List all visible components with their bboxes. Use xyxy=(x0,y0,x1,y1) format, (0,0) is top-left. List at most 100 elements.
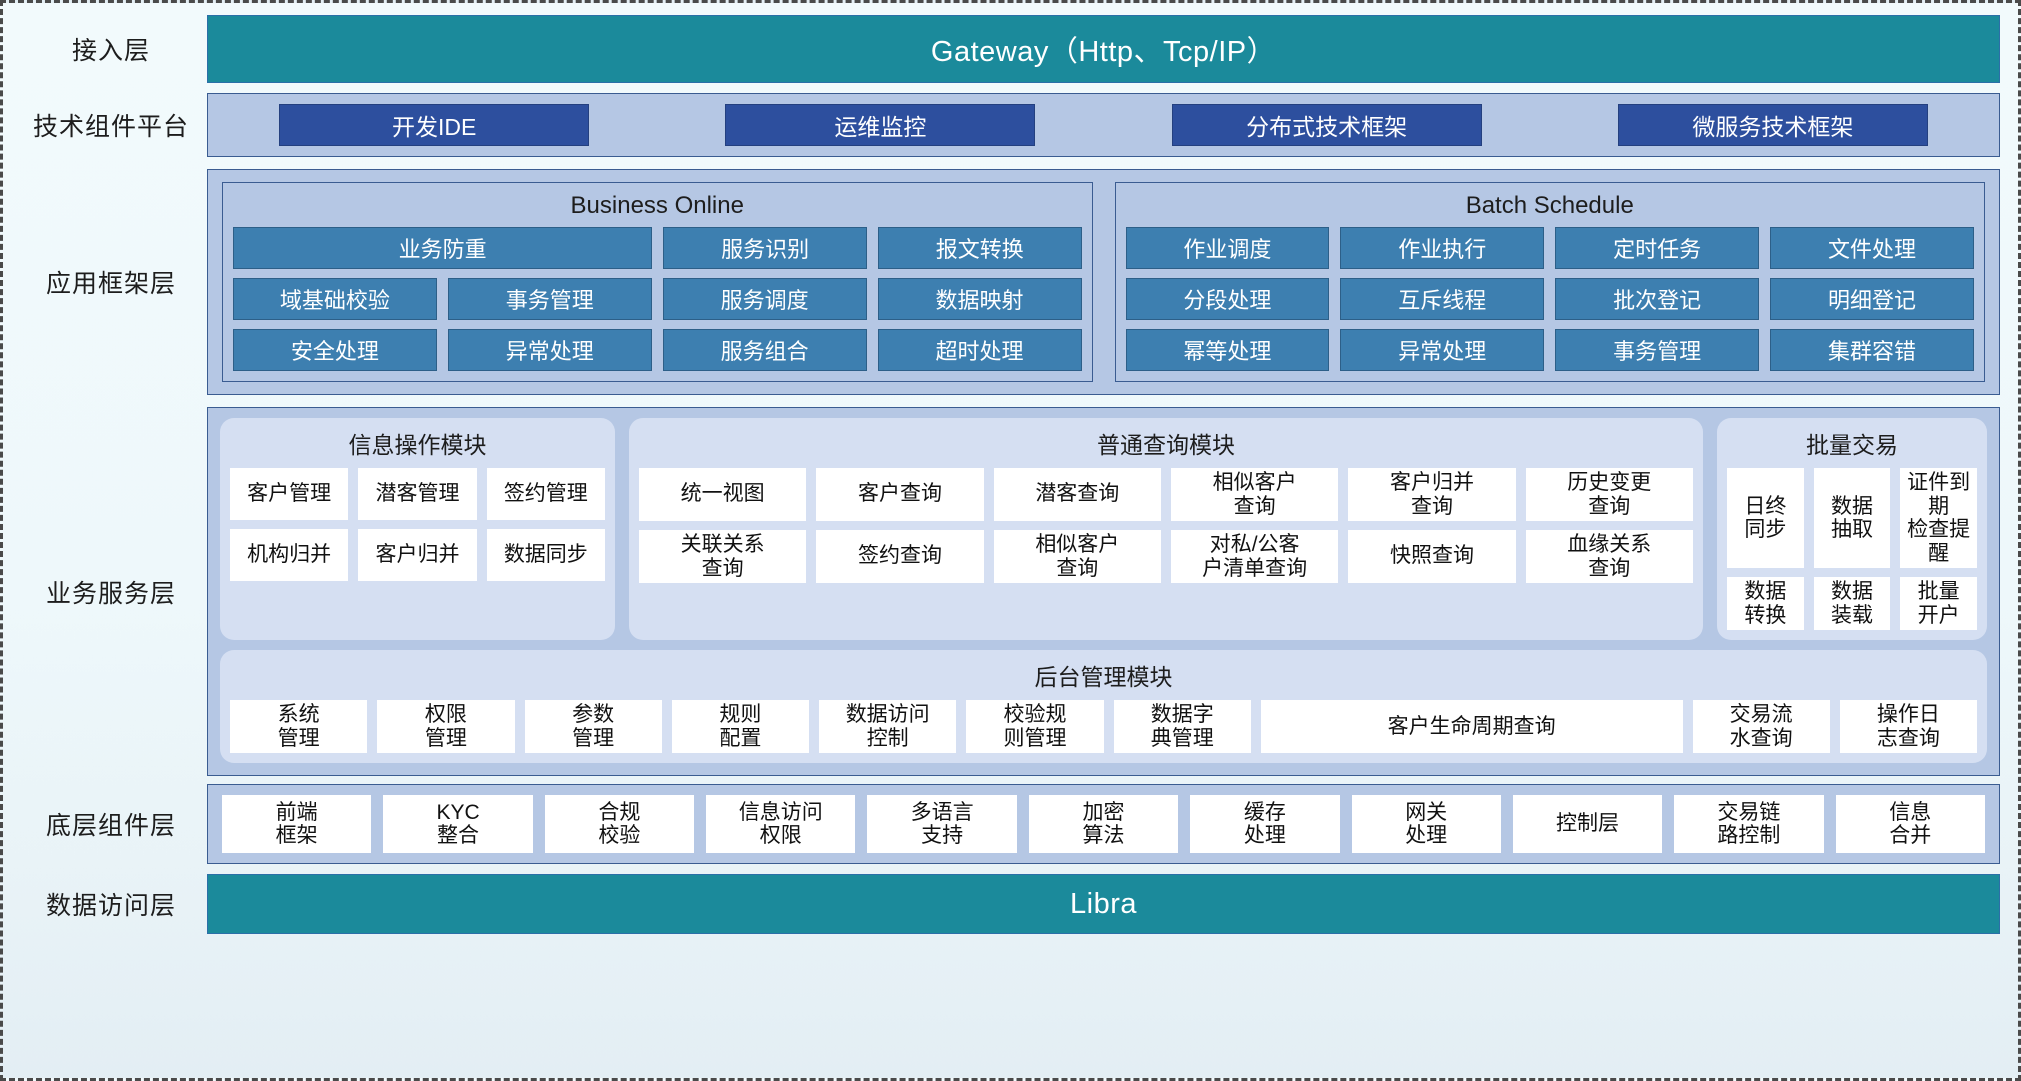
cell-cache-processing[interactable]: 缓存处理 xyxy=(1190,795,1340,854)
fw-chip-job-execution[interactable]: 作业执行 xyxy=(1340,227,1545,269)
cell-unified-view[interactable]: 统一视图 xyxy=(639,468,807,522)
framework-grid: 业务防重 服务识别 报文转换 域基础校验 事务管理 服务调度 数据映射 安全处理 xyxy=(233,227,1082,371)
framework-grid: 作业调度 作业执行 定时任务 文件处理 分段处理 互斥线程 批次登记 明细登记 xyxy=(1125,227,1974,371)
fw-chip-cluster-fault-tolerance[interactable]: 集群容错 xyxy=(1770,329,1974,371)
module-row: 机构归并 客户归并 数据同步 xyxy=(230,529,605,581)
fw-chip-service-composition[interactable]: 服务组合 xyxy=(662,329,867,371)
cell-data-transform[interactable]: 数据转换 xyxy=(1727,577,1804,631)
cell-private-corporate-list-query[interactable]: 对私/公客户清单查询 xyxy=(1170,530,1339,584)
fw-chip-scheduled-task[interactable]: 定时任务 xyxy=(1555,227,1760,269)
tech-platform-panel: 开发IDE 运维监控 分布式技术框架 微服务技术框架 xyxy=(207,93,2000,157)
cell-similar-customer-query[interactable]: 相似客户查询 xyxy=(1170,468,1339,522)
fw-chip-mutex-thread[interactable]: 互斥线程 xyxy=(1340,278,1545,320)
fw-chip-security-processing[interactable]: 安全处理 xyxy=(233,329,437,371)
fw-chip-domain-validation[interactable]: 域基础校验 xyxy=(233,278,437,320)
fw-chip-exception-handling[interactable]: 异常处理 xyxy=(447,329,652,371)
fw-chip-transaction-mgmt[interactable]: 事务管理 xyxy=(447,278,652,320)
framework-group-batch-schedule: Batch Schedule 作业调度 作业执行 定时任务 文件处理 分段处理 … xyxy=(1114,182,1985,382)
cell-eod-sync[interactable]: 日终同步 xyxy=(1727,468,1804,569)
cell-customer-query[interactable]: 客户查询 xyxy=(816,468,984,522)
cell-relationship-query[interactable]: 关联关系查询 xyxy=(639,530,807,584)
layer-label-app-framework: 应用框架层 xyxy=(45,270,176,298)
libra-banner: Libra xyxy=(207,874,2000,935)
cell-data-dictionary-management[interactable]: 数据字典管理 xyxy=(1113,700,1251,754)
fw-chip-job-scheduling[interactable]: 作业调度 xyxy=(1125,227,1330,269)
module-title: 信息操作模块 xyxy=(348,432,487,458)
framework-row: 安全处理 异常处理 服务组合 超时处理 xyxy=(233,329,1082,371)
cell-operation-log-query[interactable]: 操作日志查询 xyxy=(1839,700,1978,754)
cell-prospect-management[interactable]: 潜客管理 xyxy=(358,468,477,520)
cell-data-load[interactable]: 数据装载 xyxy=(1813,577,1891,631)
fw-chip-service-dispatch[interactable]: 服务调度 xyxy=(662,278,867,320)
cell-info-merge[interactable]: 信息合并 xyxy=(1835,795,1985,854)
cell-control-layer[interactable]: 控制层 xyxy=(1512,795,1663,854)
fw-chip-segment-processing[interactable]: 分段处理 xyxy=(1125,278,1330,320)
fw-chip-business-dedup[interactable]: 业务防重 xyxy=(233,227,653,269)
module-row: 数据转换 数据装载 批量开户 xyxy=(1727,577,1978,631)
cell-history-change-query[interactable]: 历史变更查询 xyxy=(1525,468,1693,522)
cell-data-sync[interactable]: 数据同步 xyxy=(486,529,605,581)
cell-data-extract[interactable]: 数据抽取 xyxy=(1813,468,1891,569)
cell-multilanguage-support[interactable]: 多语言支持 xyxy=(867,795,1017,854)
cell-customer-lifecycle-query[interactable]: 客户生命周期查询 xyxy=(1260,700,1683,754)
module-info-operation: 信息操作模块 客户管理 潜客管理 签约管理 机构归并 客户归并 数据同步 xyxy=(220,418,615,641)
cell-permission-management[interactable]: 权限管理 xyxy=(377,700,515,754)
cell-institution-merge[interactable]: 机构归并 xyxy=(230,529,349,581)
data-access-body: Libra xyxy=(207,874,2000,935)
cell-snapshot-query[interactable]: 快照查询 xyxy=(1348,530,1516,584)
cell-data-access-control[interactable]: 数据访问控制 xyxy=(819,700,957,754)
module-rows: 系统管理 权限管理 参数管理 规则配置 数据访问控制 校验规则管理 数据字典管理… xyxy=(230,700,1978,754)
module-batch-transaction: 批量交易 日终同步 数据抽取 证件到期检查提醒 数据转换 数据装载 批量开户 xyxy=(1717,418,1987,641)
access-layer-body: Gateway（Http、Tcp/IP） xyxy=(207,15,2000,83)
framework-row: 域基础校验 事务管理 服务调度 数据映射 xyxy=(233,278,1082,320)
fw-chip-message-transform[interactable]: 报文转换 xyxy=(877,227,1082,269)
fw-chip-idempotent-processing[interactable]: 幂等处理 xyxy=(1125,329,1330,371)
cell-customer-merge-query[interactable]: 客户归并查询 xyxy=(1348,468,1516,522)
cell-system-management[interactable]: 系统管理 xyxy=(230,700,368,754)
cell-transaction-flow-query[interactable]: 交易流水查询 xyxy=(1692,700,1830,754)
app-framework-panel: Business Online 业务防重 服务识别 报文转换 域基础校验 事务管… xyxy=(207,169,2000,395)
module-row: 日终同步 数据抽取 证件到期检查提醒 xyxy=(1727,468,1978,569)
module-common-query: 普通查询模块 统一视图 客户查询 潜客查询 相似客户查询 客户归并查询 历史变更… xyxy=(629,418,1703,641)
cell-compliance-check[interactable]: 合规校验 xyxy=(544,795,695,854)
cell-lineage-query[interactable]: 血缘关系查询 xyxy=(1525,530,1693,584)
layer-label-business-service: 业务服务层 xyxy=(45,579,176,608)
module-title: 批量交易 xyxy=(1806,432,1898,458)
module-row: 系统管理 权限管理 参数管理 规则配置 数据访问控制 校验规则管理 数据字典管理… xyxy=(230,700,1978,754)
cell-similar-customer-query-2[interactable]: 相似客户查询 xyxy=(993,530,1161,584)
row-data-access: 数据访问层 Libra xyxy=(15,874,2000,935)
fw-chip-detail-registration[interactable]: 明细登记 xyxy=(1770,278,1974,320)
fw-chip-service-identify[interactable]: 服务识别 xyxy=(663,227,867,269)
row-business-service: 业务服务层 信息操作模块 客户管理 潜客管理 签约管理 xyxy=(15,407,2000,777)
cell-batch-account-open[interactable]: 批量开户 xyxy=(1900,577,1978,631)
cell-rule-configuration[interactable]: 规则配置 xyxy=(671,700,810,754)
cell-certificate-expiry-reminder[interactable]: 证件到期检查提醒 xyxy=(1900,468,1978,569)
cell-customer-management[interactable]: 客户管理 xyxy=(230,468,349,520)
fw-chip-transaction-mgmt-batch[interactable]: 事务管理 xyxy=(1555,329,1760,371)
cell-contract-management[interactable]: 签约管理 xyxy=(486,468,605,520)
cell-parameter-management[interactable]: 参数管理 xyxy=(524,700,662,754)
cell-validation-rule-management[interactable]: 校验规则管理 xyxy=(966,700,1104,754)
tech-chip-microservice-framework[interactable]: 微服务技术框架 xyxy=(1617,104,1928,146)
fw-chip-file-processing[interactable]: 文件处理 xyxy=(1770,227,1974,269)
cell-customer-merge[interactable]: 客户归并 xyxy=(358,529,477,581)
cell-encryption-algorithm[interactable]: 加密算法 xyxy=(1028,795,1179,854)
cell-transaction-link-control[interactable]: 交易链路控制 xyxy=(1674,795,1824,854)
fw-chip-timeout-handling[interactable]: 超时处理 xyxy=(877,329,1082,371)
business-service-top-modules: 信息操作模块 客户管理 潜客管理 签约管理 机构归并 客户归并 数据同步 xyxy=(220,418,1987,641)
row-app-framework: 应用框架层 Business Online 业务防重 服务识别 报文转换 域基础… xyxy=(15,169,2000,395)
cell-gateway-processing[interactable]: 网关处理 xyxy=(1351,795,1501,854)
cell-contract-query[interactable]: 签约查询 xyxy=(816,530,984,584)
tech-chip-distributed-framework[interactable]: 分布式技术框架 xyxy=(1171,104,1482,146)
cell-info-access-permission[interactable]: 信息访问权限 xyxy=(706,795,856,854)
fw-chip-exception-handling-batch[interactable]: 异常处理 xyxy=(1340,329,1545,371)
tech-chip-ops-monitoring[interactable]: 运维监控 xyxy=(725,104,1036,146)
fw-chip-batch-registration[interactable]: 批次登记 xyxy=(1555,278,1760,320)
fw-chip-data-mapping[interactable]: 数据映射 xyxy=(877,278,1082,320)
cell-frontend-framework[interactable]: 前端框架 xyxy=(222,795,372,854)
cell-prospect-query[interactable]: 潜客查询 xyxy=(993,468,1161,522)
tech-chip-ide[interactable]: 开发IDE xyxy=(279,104,590,146)
